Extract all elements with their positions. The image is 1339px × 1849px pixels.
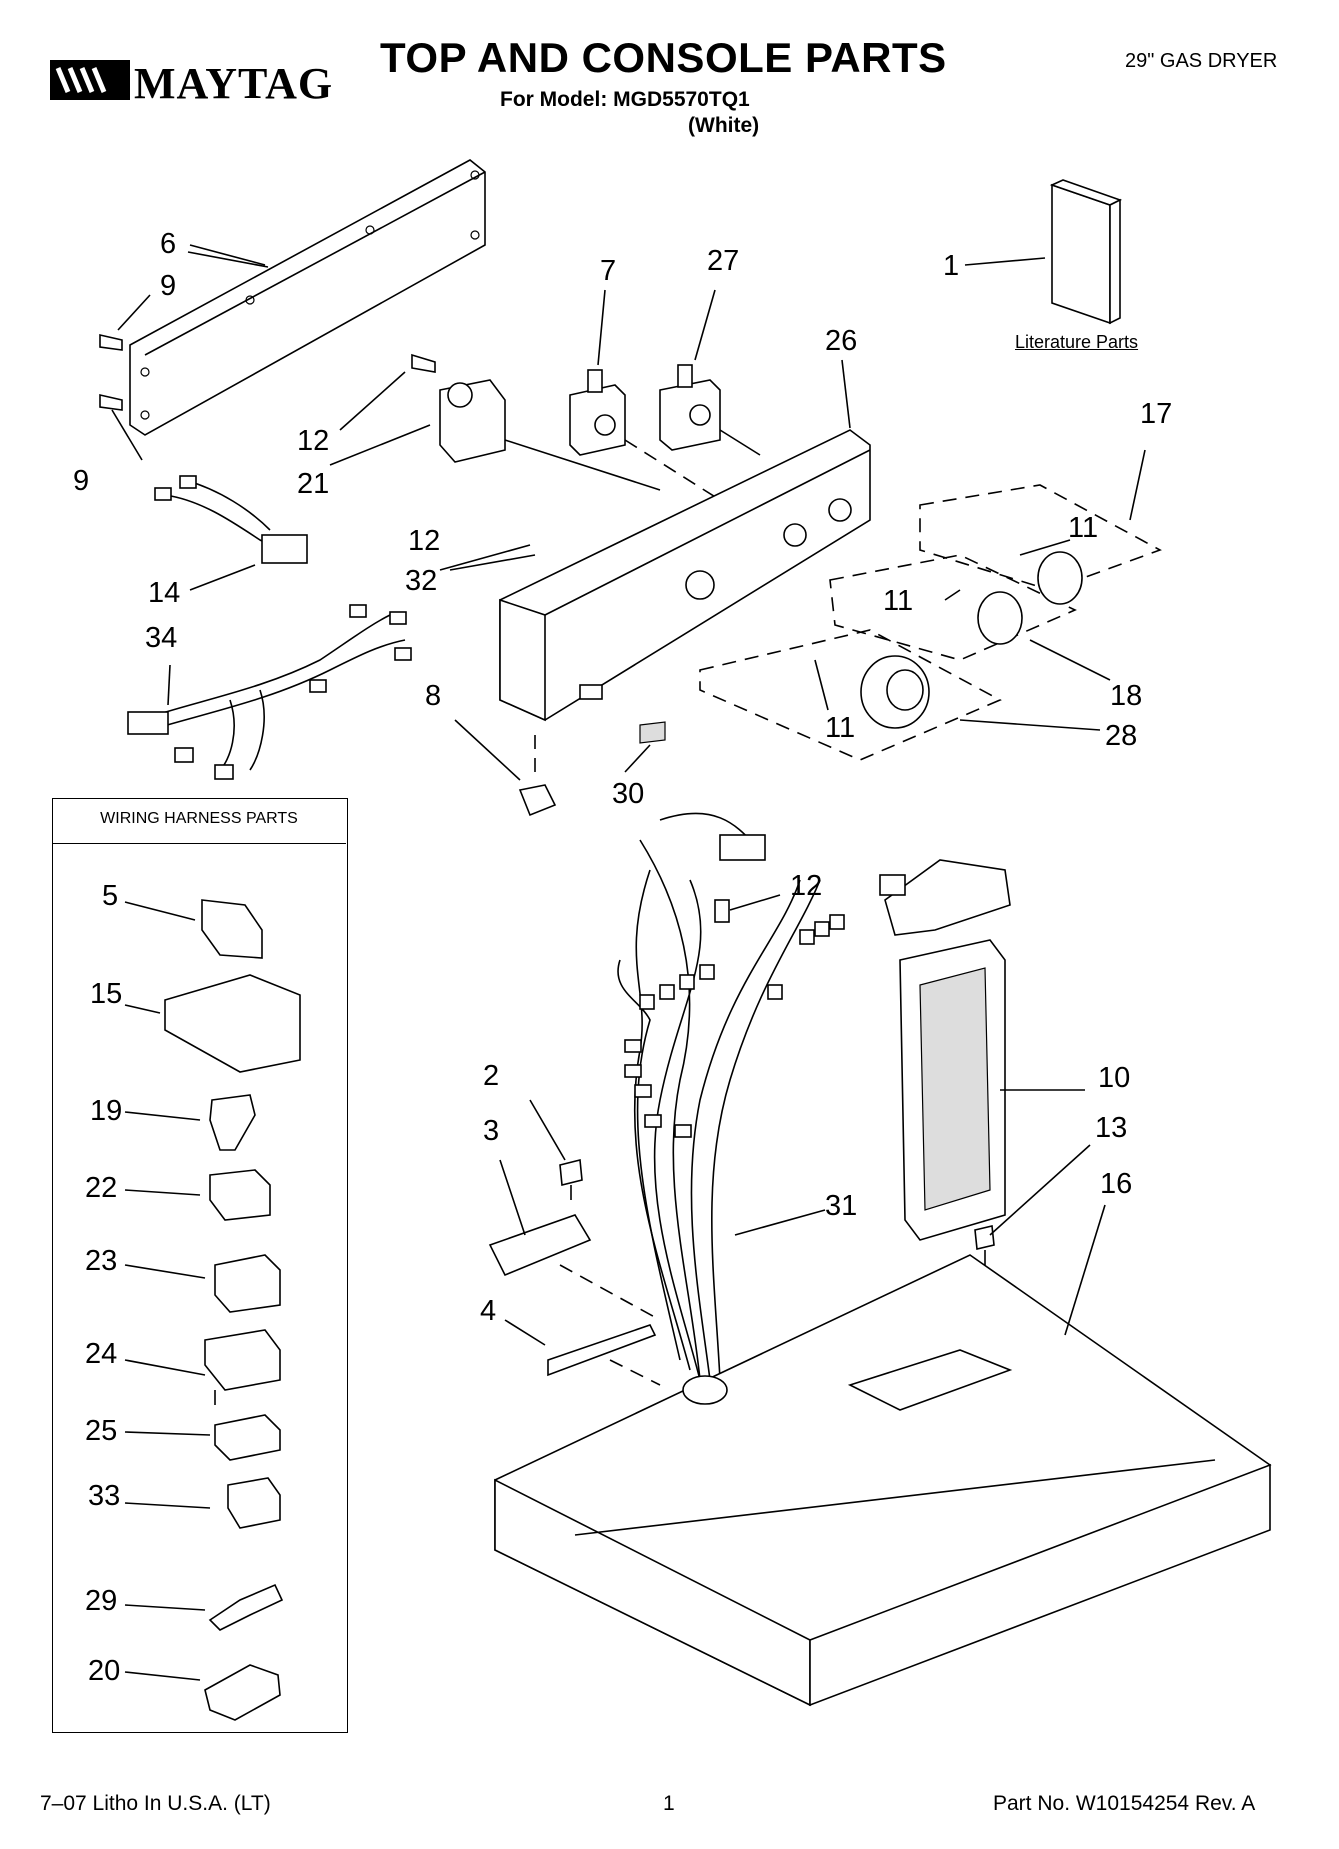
part-number: Part No. W10154254 Rev. A xyxy=(993,1792,1256,1815)
callout-7: 7 xyxy=(600,255,617,287)
callout-9-top: 9 xyxy=(160,270,177,302)
model-number: For Model: MGD5570TQ1 xyxy=(500,88,750,111)
callout-18: 18 xyxy=(1110,680,1143,712)
print-info: 7–07 Litho In U.S.A. (LT) xyxy=(40,1792,271,1815)
callout-21: 21 xyxy=(297,468,330,500)
callout-15: 15 xyxy=(90,978,123,1010)
callout-6: 6 xyxy=(160,228,177,260)
knob-assemblies xyxy=(699,484,1162,761)
callout-12-a: 12 xyxy=(297,425,330,457)
callout-30: 30 xyxy=(612,778,645,810)
callout-1: 1 xyxy=(943,250,960,282)
console-panel xyxy=(499,429,871,722)
page-number: 1 xyxy=(663,1792,675,1815)
lint-screen xyxy=(879,859,1011,1241)
maytag-logo: MAYTAG xyxy=(50,52,334,112)
callout-9-bottom: 9 xyxy=(73,465,90,497)
clip-8 xyxy=(518,735,557,817)
callout-12-b: 12 xyxy=(408,525,441,557)
product-type: 29" GAS DRYER xyxy=(1125,50,1278,72)
screw-9 xyxy=(99,333,123,411)
callout-32: 32 xyxy=(405,565,438,597)
harness-14 xyxy=(154,475,308,564)
callout-27: 27 xyxy=(707,245,740,277)
wiring-harness-parts-title: WIRING HARNESS PARTS xyxy=(100,810,298,827)
callout-2: 2 xyxy=(483,1060,500,1092)
screw-2 xyxy=(559,1158,583,1200)
callout-13: 13 xyxy=(1095,1112,1128,1144)
callout-12-c: 12 xyxy=(790,870,823,902)
callout-4: 4 xyxy=(480,1295,497,1327)
callout-34: 34 xyxy=(145,622,178,654)
callout-26: 26 xyxy=(825,325,858,357)
label-30 xyxy=(639,721,666,744)
wiring-harness-parts-box xyxy=(52,798,348,1733)
harness-34 xyxy=(127,604,412,780)
leader-lines xyxy=(111,251,1146,1346)
callout-5: 5 xyxy=(102,880,119,912)
harness-part-icons xyxy=(124,899,301,1721)
callout-16: 16 xyxy=(1100,1168,1133,1200)
brand-name: MAYTAG xyxy=(134,59,334,108)
maytag-m-icon xyxy=(50,60,130,100)
callout-23: 23 xyxy=(85,1245,118,1277)
callout-33: 33 xyxy=(88,1480,121,1512)
callout-3: 3 xyxy=(483,1115,500,1147)
switch-7 xyxy=(569,369,721,501)
model-color: (White) xyxy=(688,114,760,137)
literature-parts-label: Literature Parts xyxy=(1015,332,1139,352)
callout-20: 20 xyxy=(88,1655,121,1687)
callout-8: 8 xyxy=(425,680,442,712)
callout-24: 24 xyxy=(85,1338,118,1370)
callout-11-a: 11 xyxy=(1068,512,1099,544)
callout-22: 22 xyxy=(85,1172,118,1204)
timer xyxy=(411,353,661,491)
plate-4 xyxy=(547,1324,661,1386)
main-harness xyxy=(617,812,845,1381)
callout-11-c: 11 xyxy=(825,712,856,744)
callout-28: 28 xyxy=(1105,720,1138,752)
switch-27 xyxy=(659,364,761,456)
callout-11-b: 11 xyxy=(883,585,914,617)
wiring-harness-parts-header: WIRING HARNESS PARTS xyxy=(52,798,346,844)
callout-10: 10 xyxy=(1098,1062,1131,1094)
top-panel xyxy=(494,1254,1272,1707)
bracket-3 xyxy=(488,1214,661,1321)
callout-25: 25 xyxy=(85,1415,118,1447)
page-title: TOP AND CONSOLE PARTS xyxy=(380,34,947,81)
callout-19: 19 xyxy=(90,1095,123,1127)
callout-14: 14 xyxy=(148,577,181,609)
callout-29: 29 xyxy=(85,1585,118,1617)
callout-17: 17 xyxy=(1140,398,1173,430)
rear-bracket xyxy=(129,159,486,436)
callout-31: 31 xyxy=(825,1190,858,1222)
literature-book xyxy=(964,179,1123,325)
